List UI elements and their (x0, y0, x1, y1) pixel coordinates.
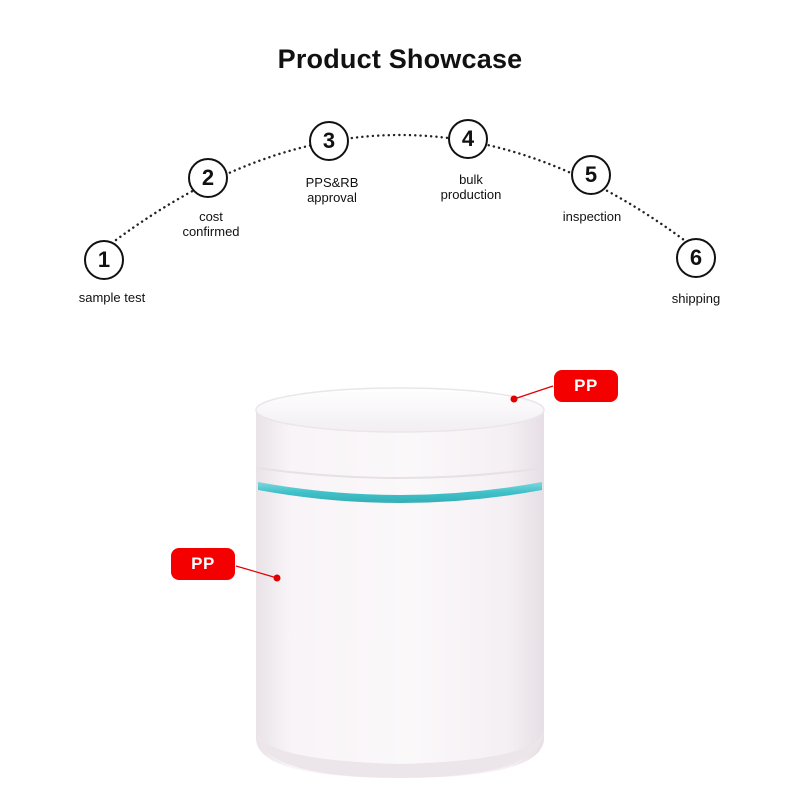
step-2-label: cost confirmed (182, 209, 240, 239)
step-number: 1 (97, 247, 111, 272)
jar-bottom-shade (256, 728, 544, 778)
product-jar-image (235, 385, 554, 778)
body-pointer-dot (273, 574, 281, 582)
body-material-tag: PP (171, 548, 235, 580)
page-title: Product Showcase (277, 44, 523, 74)
step-number: 4 (461, 126, 475, 151)
lid-seam (256, 467, 544, 479)
jar-body (256, 410, 544, 778)
step-3-circle: 3 (309, 121, 349, 161)
step-4-circle: 4 (448, 119, 488, 159)
step-number: 3 (322, 128, 336, 153)
step-1-label: sample test (78, 290, 146, 305)
step-4-label: bulk production (440, 172, 502, 202)
step-number: 2 (201, 165, 215, 190)
step-number: 5 (584, 162, 598, 187)
step-6-circle: 6 (676, 238, 716, 278)
body-pointer-line (235, 565, 278, 579)
step-5-label: inspection (562, 209, 622, 224)
step-5-circle: 5 (571, 155, 611, 195)
step-number: 6 (689, 245, 703, 270)
step-2-circle: 2 (188, 158, 228, 198)
lid-pointer-line (513, 385, 554, 400)
step-1-circle: 1 (84, 240, 124, 280)
teal-band (258, 482, 542, 503)
jar-lid-top (255, 387, 545, 433)
lid-material-tag: PP (554, 370, 618, 402)
process-arc (114, 133, 686, 242)
lid-pointer-dot (510, 395, 518, 403)
step-3-label: PPS&RB approval (305, 175, 359, 205)
step-6-label: shipping (671, 291, 721, 306)
